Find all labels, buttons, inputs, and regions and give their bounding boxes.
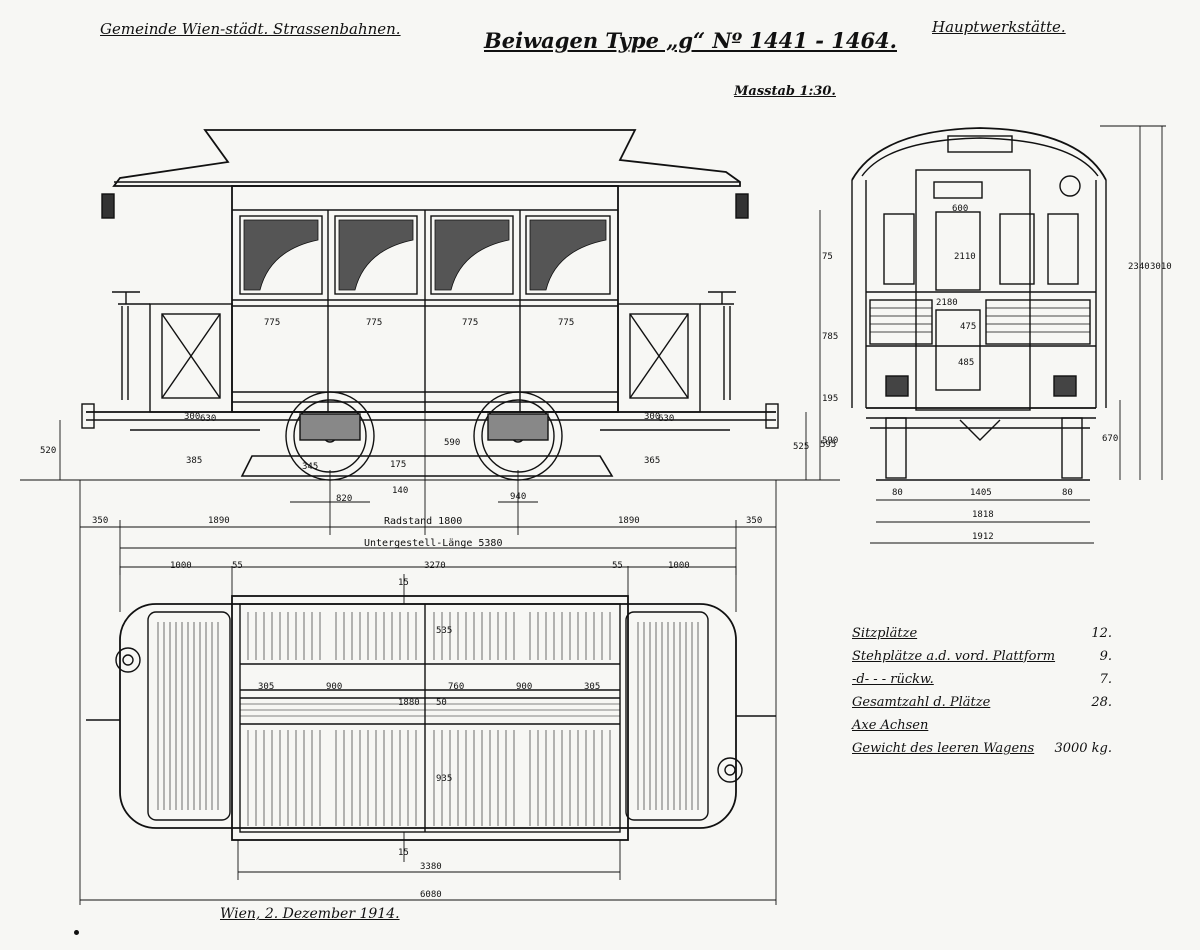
capacity-row: Gesamtzahl d. Plätze 28. — [852, 695, 1122, 718]
dim-350-right: 350 — [746, 516, 763, 526]
dim-h-365: 365 — [644, 456, 661, 466]
plan-dim-15-top: 15 — [398, 578, 409, 588]
capacity-value: 28. — [1091, 695, 1112, 710]
capacity-label: Gewicht des leeren Wagens — [852, 741, 1035, 756]
plan-dim-900-right: 900 — [516, 682, 533, 692]
dim-80-left: 80 — [892, 488, 903, 498]
dim-h-590: 590 — [444, 438, 461, 448]
plan-dim-305-right: 305 — [584, 682, 601, 692]
dim-wheel-940: 940 — [510, 492, 527, 502]
plan-dim-3380: 3380 — [420, 862, 442, 872]
dim-untergestell: Untergestell-Länge 5380 — [364, 538, 503, 549]
plan-dim-900-left: 900 — [326, 682, 343, 692]
dim-1000-right: 1000 — [668, 561, 690, 571]
plan-dim-935: 935 — [436, 774, 453, 784]
dim-55-left: 55 — [232, 561, 243, 571]
side-dimension-lines — [59, 380, 807, 905]
plan-dim-760: 760 — [448, 682, 465, 692]
capacity-row: Stehplätze a.d. vord. Plattform 9. — [852, 649, 1122, 672]
scale-label: Masstab 1:30. — [734, 84, 836, 99]
side-view — [20, 129, 840, 481]
dim-2340: 2340 — [1128, 262, 1150, 272]
plan-dim-50: 50 — [436, 698, 447, 708]
dim-h-left-a: 300 — [184, 412, 201, 422]
drawing-title: Beiwagen Type „g“ Nº 1441 - 1464. — [484, 28, 897, 53]
dim-h-525: 525 — [793, 442, 810, 452]
dim-350-left: 350 — [92, 516, 109, 526]
dim-195: 195 — [822, 394, 839, 404]
footer-date: Wien, 2. Dezember 1914. — [220, 906, 400, 922]
dim-55-right: 55 — [612, 561, 623, 571]
dim-590-end: 590 — [822, 436, 839, 446]
dim-1405: 1405 — [970, 488, 992, 498]
dim-h-385: 385 — [186, 456, 203, 466]
plan-dim-6080: 6080 — [420, 890, 442, 900]
capacity-label: Gesamtzahl d. Plätze — [852, 695, 991, 710]
dim-wheel-820: 820 — [336, 494, 353, 504]
dim-h-140: 140 — [392, 486, 409, 496]
dim-panel-1: 775 — [264, 318, 281, 328]
dim-1912: 1912 — [972, 532, 994, 542]
dim-1000-left: 1000 — [170, 561, 192, 571]
capacity-row: Gewicht des leeren Wagens 3000 kg. — [852, 741, 1122, 764]
dim-3270: 3270 — [424, 561, 446, 571]
capacity-label: Sitzplätze — [852, 626, 918, 641]
plan-view — [86, 566, 776, 880]
plan-dim-15-bottom: 15 — [398, 848, 409, 858]
dim-panel-2: 775 — [366, 318, 383, 328]
dim-75: 75 — [822, 252, 833, 262]
end-view — [819, 125, 1166, 544]
dim-h-345: 345 — [302, 462, 319, 472]
ink-dot — [74, 930, 79, 935]
dim-1890-right: 1890 — [618, 516, 640, 526]
dim-670: 670 — [1102, 434, 1119, 444]
dim-80-right: 80 — [1062, 488, 1073, 498]
dim-2110: 2110 — [954, 252, 976, 262]
dim-1818: 1818 — [972, 510, 994, 520]
header-left: Gemeinde Wien-städt. Strassenbahnen. — [100, 20, 401, 38]
dim-475: 475 — [960, 322, 977, 332]
capacity-label: Axe Achsen — [852, 718, 929, 733]
capacity-table: Sitzplätze 12. Stehplätze a.d. vord. Platt… — [852, 626, 1122, 764]
dim-3010: 3010 — [1150, 262, 1172, 272]
dim-h-right-a: 300 — [644, 412, 661, 422]
plan-dim-535: 535 — [436, 626, 453, 636]
capacity-value: 9. — [1099, 649, 1112, 664]
capacity-row: Sitzplätze 12. — [852, 626, 1122, 649]
capacity-label: -d- - - rückw. — [852, 672, 934, 687]
capacity-row: -d- - - rückw. 7. — [852, 672, 1122, 695]
dim-step-left: 630 — [200, 414, 217, 424]
capacity-value: 12. — [1091, 626, 1112, 641]
dim-785: 785 — [822, 332, 839, 342]
capacity-row: Axe Achsen — [852, 718, 1122, 741]
capacity-label: Stehplätze a.d. vord. Plattform — [852, 649, 1056, 664]
dim-radstand: Radstand 1800 — [384, 516, 463, 527]
dim-step-right: 630 — [658, 414, 675, 424]
capacity-value: 3000 kg. — [1054, 741, 1112, 756]
dim-1890-left: 1890 — [208, 516, 230, 526]
dim-panel-4: 775 — [558, 318, 575, 328]
dim-h-520: 520 — [40, 446, 57, 456]
dim-600: 600 — [952, 204, 969, 214]
dim-h-175: 175 — [390, 460, 407, 470]
dim-h-595: 595 — [820, 440, 837, 450]
capacity-value: 7. — [1099, 672, 1112, 687]
plan-dim-1880: 1880 — [398, 698, 420, 708]
dim-panel-3: 775 — [462, 318, 479, 328]
dim-485: 485 — [958, 358, 975, 368]
header-right: Hauptwerkstätte. — [932, 18, 1066, 36]
plan-dim-305-left: 305 — [258, 682, 275, 692]
dim-2180: 2180 — [936, 298, 958, 308]
